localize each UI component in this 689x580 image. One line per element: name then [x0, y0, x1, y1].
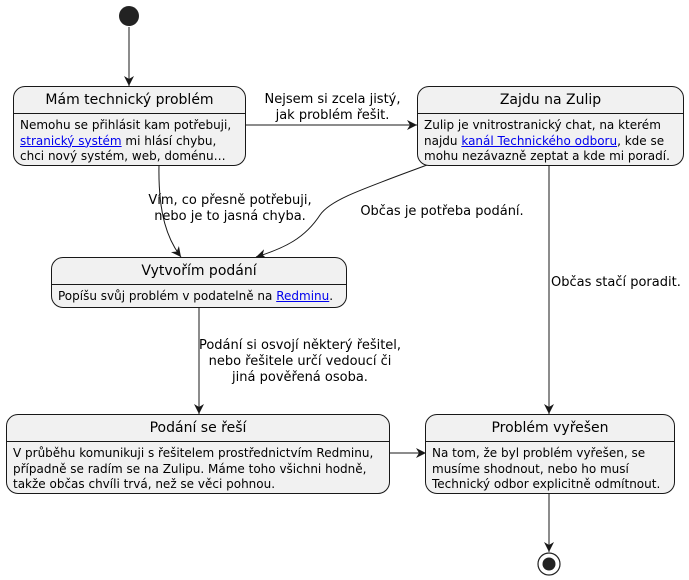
- body-text: Na tom, že byl problém vyřešen, se: [432, 446, 646, 460]
- body-link[interactable]: Redminu: [276, 289, 330, 303]
- state-zulip: Zajdu na Zulip Zulip je vnitrostranický …: [417, 86, 684, 166]
- state-body-line: Nemohu se přihlásit kam potřebuji,: [20, 118, 239, 134]
- state-problem-title: Mám technický problém: [14, 87, 245, 114]
- state-body-line: musíme shodnout, nebo ho musí: [432, 462, 668, 478]
- edge-problem-to-submission: [158, 164, 182, 258]
- state-zulip-body: Zulip je vnitrostranický chat, na kterém…: [418, 114, 683, 165]
- state-body-line: chci nový systém, web, doménu…: [20, 149, 239, 165]
- edge-label-zulip-to-submission: Občas je potřeba podání.: [352, 204, 532, 220]
- state-submission-title: Vytvořím podání: [52, 258, 346, 285]
- edge-label-problem-to-zulip: Nejsem si zcela jistý,jak problém řešit.: [255, 92, 410, 124]
- body-text: takže občas chvíli trvá, než se věci poh…: [13, 477, 276, 491]
- end-node-ring: [537, 552, 561, 576]
- edge-label-line: jiná pověřená osoba.: [232, 370, 368, 385]
- state-zulip-title: Zajdu na Zulip: [418, 87, 683, 114]
- edge-label-line: nebo řešitele určí vedoucí či: [208, 354, 392, 369]
- edge-zulip-to-submission: [255, 164, 428, 259]
- body-text: V průběhu komunikuji s řešitelem prostře…: [13, 446, 374, 460]
- body-text: .: [329, 289, 334, 303]
- edge-label-submission-to-solving: Podání si osvojí některý řešitel,nebo ře…: [190, 338, 410, 386]
- state-body-line: V průběhu komunikuji s řešitelem prostře…: [13, 446, 383, 462]
- state-body-line: mohu nezávazně zeptat a kde mi poradí.: [424, 149, 677, 165]
- state-solving: Podání se řeší V průběhu komunikuji s ře…: [6, 414, 390, 494]
- edge-label-line: jak problém řešit.: [275, 108, 390, 123]
- state-problem-body: Nemohu se přihlásit kam potřebuji,strani…: [14, 114, 245, 165]
- edge-label-line: Podání si osvojí některý řešitel,: [198, 338, 402, 353]
- body-text: musíme shodnout, nebo ho musí: [432, 461, 629, 476]
- edge-label-zulip-to-solved: Občas stačí poradit.: [551, 275, 686, 291]
- state-solving-body: V průběhu komunikuji s řešitelem prostře…: [7, 442, 389, 493]
- state-solved-title: Problém vyřešen: [426, 415, 674, 442]
- state-body-line: najdu kanál Technického odboru, kde se: [424, 134, 677, 150]
- body-link[interactable]: kanál Technického odboru: [461, 133, 618, 148]
- body-text: mohu nezávazně zeptat a kde mi poradí.: [424, 149, 670, 163]
- body-text: Zulip je vnitrostranický chat, na kterém: [424, 118, 661, 132]
- state-body-line: Technický odbor explicitně odmítnout.: [432, 477, 668, 493]
- body-text: Popíšu svůj problém v podatelně na: [58, 289, 277, 303]
- body-text: případně se radím se na Zulipu. Máme toh…: [13, 461, 367, 476]
- edge-label-line: Občas je potřeba podání.: [360, 204, 524, 219]
- state-body-line: Zulip je vnitrostranický chat, na kterém: [424, 118, 677, 134]
- state-body-line: Popíšu svůj problém v podatelně na Redmi…: [58, 289, 340, 305]
- start-node: [119, 6, 139, 26]
- edge-label-line: nebo je to jasná chyba.: [154, 209, 306, 224]
- body-text: Nemohu se přihlásit kam potřebuji,: [20, 118, 232, 132]
- state-body-line: stranický systém mi hlásí chybu,: [20, 134, 239, 150]
- body-text: najdu: [424, 133, 462, 148]
- edge-label-line: Občas stačí poradit.: [551, 275, 681, 290]
- state-solved: Problém vyřešen Na tom, že byl problém v…: [425, 414, 675, 494]
- end-node-core: [542, 557, 556, 571]
- state-submission-body: Popíšu svůj problém v podatelně na Redmi…: [52, 285, 346, 305]
- body-text: , kde se: [617, 133, 665, 148]
- edge-label-problem-to-submission: Vím, co přesně potřebuji,nebo je to jasn…: [140, 193, 320, 225]
- edge-label-line: Nejsem si zcela jistý,: [264, 92, 401, 107]
- body-text: chci nový systém, web, doménu…: [20, 149, 226, 163]
- edge-label-line: Vím, co přesně potřebuji,: [148, 193, 312, 208]
- body-text: mi hlásí chybu,: [121, 133, 217, 148]
- state-body-line: Na tom, že byl problém vyřešen, se: [432, 446, 668, 462]
- state-submission: Vytvořím podání Popíšu svůj problém v po…: [51, 257, 347, 308]
- state-solving-title: Podání se řeší: [7, 415, 389, 442]
- state-body-line: takže občas chvíli trvá, než se věci poh…: [13, 477, 383, 493]
- body-link[interactable]: stranický systém: [20, 133, 122, 148]
- state-body-line: případně se radím se na Zulipu. Máme toh…: [13, 462, 383, 478]
- body-text: Technický odbor explicitně odmítnout.: [432, 477, 661, 491]
- state-problem: Mám technický problém Nemohu se přihlási…: [13, 86, 246, 166]
